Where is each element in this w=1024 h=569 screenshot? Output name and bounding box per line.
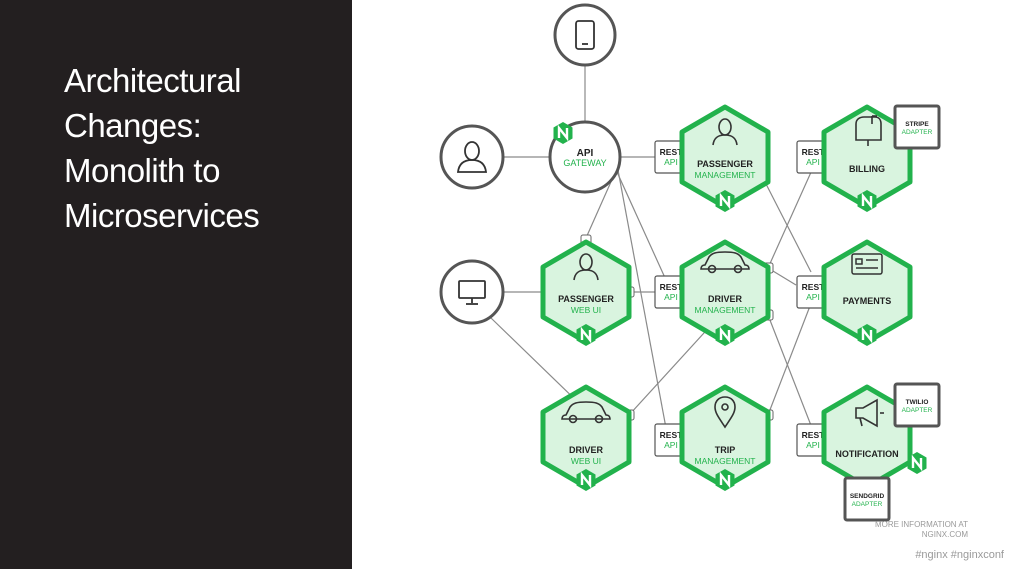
title-line: Architectural <box>64 62 241 99</box>
service-driver-management: DRIVER MANAGEMENT <box>679 239 771 348</box>
service-label-line1: NOTIFICATION <box>835 449 898 459</box>
mailbox-icon <box>855 115 882 146</box>
megaphone-icon <box>855 398 884 428</box>
rest-api-label-line1: REST <box>802 430 825 440</box>
api-gateway-node: API GATEWAY <box>548 120 622 194</box>
adapter-label-line2: ADAPTER <box>902 129 933 136</box>
service-label-line1: PASSENGER <box>697 159 753 169</box>
rest-api-label-line2: API <box>664 292 678 302</box>
service-passenger-web-ui: PASSENGER WEB UI <box>540 239 632 348</box>
rest-api-label-line1: REST <box>802 147 825 157</box>
rest-api-box-passenger-management: REST API <box>654 140 688 174</box>
service-payments: PAYMENTS <box>821 239 913 348</box>
adapter-label-line1: SENDGRID <box>850 493 885 500</box>
slide-title: Architectural Changes: Monolith to Micro… <box>64 58 334 238</box>
adapter-stripe: STRIPE ADAPTER <box>893 104 941 150</box>
connector-line <box>585 174 615 239</box>
connector-line <box>616 171 667 281</box>
service-label-line1: DRIVER <box>569 445 604 455</box>
connector-line <box>767 305 811 416</box>
connector-line <box>617 169 667 429</box>
title-line: Microservices <box>64 197 260 234</box>
more-info-line2: NGINX.COM <box>921 530 968 539</box>
more-info-line1: MORE INFORMATION AT <box>874 520 968 529</box>
service-label-line2: MANAGEMENT <box>695 456 756 466</box>
desktop-monitor-icon <box>458 280 486 305</box>
adapter-label-line1: STRIPE <box>905 121 929 128</box>
adapter-twilio: TWILIO ADAPTER <box>893 382 941 428</box>
mobile-client <box>553 3 617 67</box>
adapter-sendgrid: SENDGRID ADAPTER <box>843 476 891 522</box>
rest-api-box-payments: REST API <box>796 275 830 309</box>
service-label-line1: BILLING <box>849 164 885 174</box>
service-label-line2: MANAGEMENT <box>695 170 756 180</box>
title-panel: Architectural Changes: Monolith to Micro… <box>0 0 352 569</box>
service-label-line2: WEB UI <box>571 456 601 466</box>
rest-api-box-driver-management: REST API <box>654 275 688 309</box>
map-pin-icon <box>714 396 736 429</box>
service-driver-web-ui: DRIVER WEB UI <box>540 384 632 493</box>
service-label-line1: DRIVER <box>708 294 743 304</box>
person-icon <box>573 253 599 281</box>
title-line: Monolith to <box>64 152 220 189</box>
rest-api-label-line1: REST <box>660 430 683 440</box>
rest-api-label-line1: REST <box>802 282 825 292</box>
rest-api-label-line2: API <box>664 440 678 450</box>
service-label-line2: MANAGEMENT <box>695 305 756 315</box>
adapter-label-line2: ADAPTER <box>902 407 933 414</box>
service-label-line2: WEB UI <box>571 305 601 315</box>
person-icon <box>712 118 738 146</box>
more-info-footer: MORE INFORMATION AT NGINX.COM <box>850 520 968 540</box>
mobile-phone-icon <box>575 20 595 50</box>
service-trip-management: TRIP MANAGEMENT <box>679 384 771 493</box>
gateway-label-line1: API <box>577 148 594 159</box>
gateway-label-line2: GATEWAY <box>563 158 606 168</box>
car-icon <box>561 401 611 424</box>
rest-api-label-line1: REST <box>660 282 683 292</box>
rest-api-label-line2: API <box>806 292 820 302</box>
car-icon <box>700 251 750 274</box>
desktop-client <box>439 259 505 325</box>
connector-line <box>767 314 813 429</box>
user-client <box>439 124 505 190</box>
title-line: Changes: <box>64 107 202 144</box>
connector-line <box>767 169 813 269</box>
rest-api-label-line1: REST <box>660 147 683 157</box>
user-avatar-icon <box>456 141 488 173</box>
service-label-line1: PAYMENTS <box>843 296 892 306</box>
service-passenger-management: PASSENGER MANAGEMENT <box>679 104 771 214</box>
connector-line <box>629 321 715 415</box>
rest-api-label-line2: API <box>664 157 678 167</box>
credit-card-icon <box>851 253 883 275</box>
service-billing: BILLING <box>821 104 913 214</box>
service-label-line1: TRIP <box>715 445 736 455</box>
rest-api-label-line2: API <box>806 157 820 167</box>
rest-api-label-line2: API <box>806 440 820 450</box>
rest-api-box-billing: REST API <box>796 140 830 174</box>
hashtags: #nginx #nginxconf <box>915 549 1004 561</box>
adapter-label-line2: ADAPTER <box>852 501 883 508</box>
service-label-line1: PASSENGER <box>558 294 614 304</box>
adapter-label-line1: TWILIO <box>906 399 929 406</box>
